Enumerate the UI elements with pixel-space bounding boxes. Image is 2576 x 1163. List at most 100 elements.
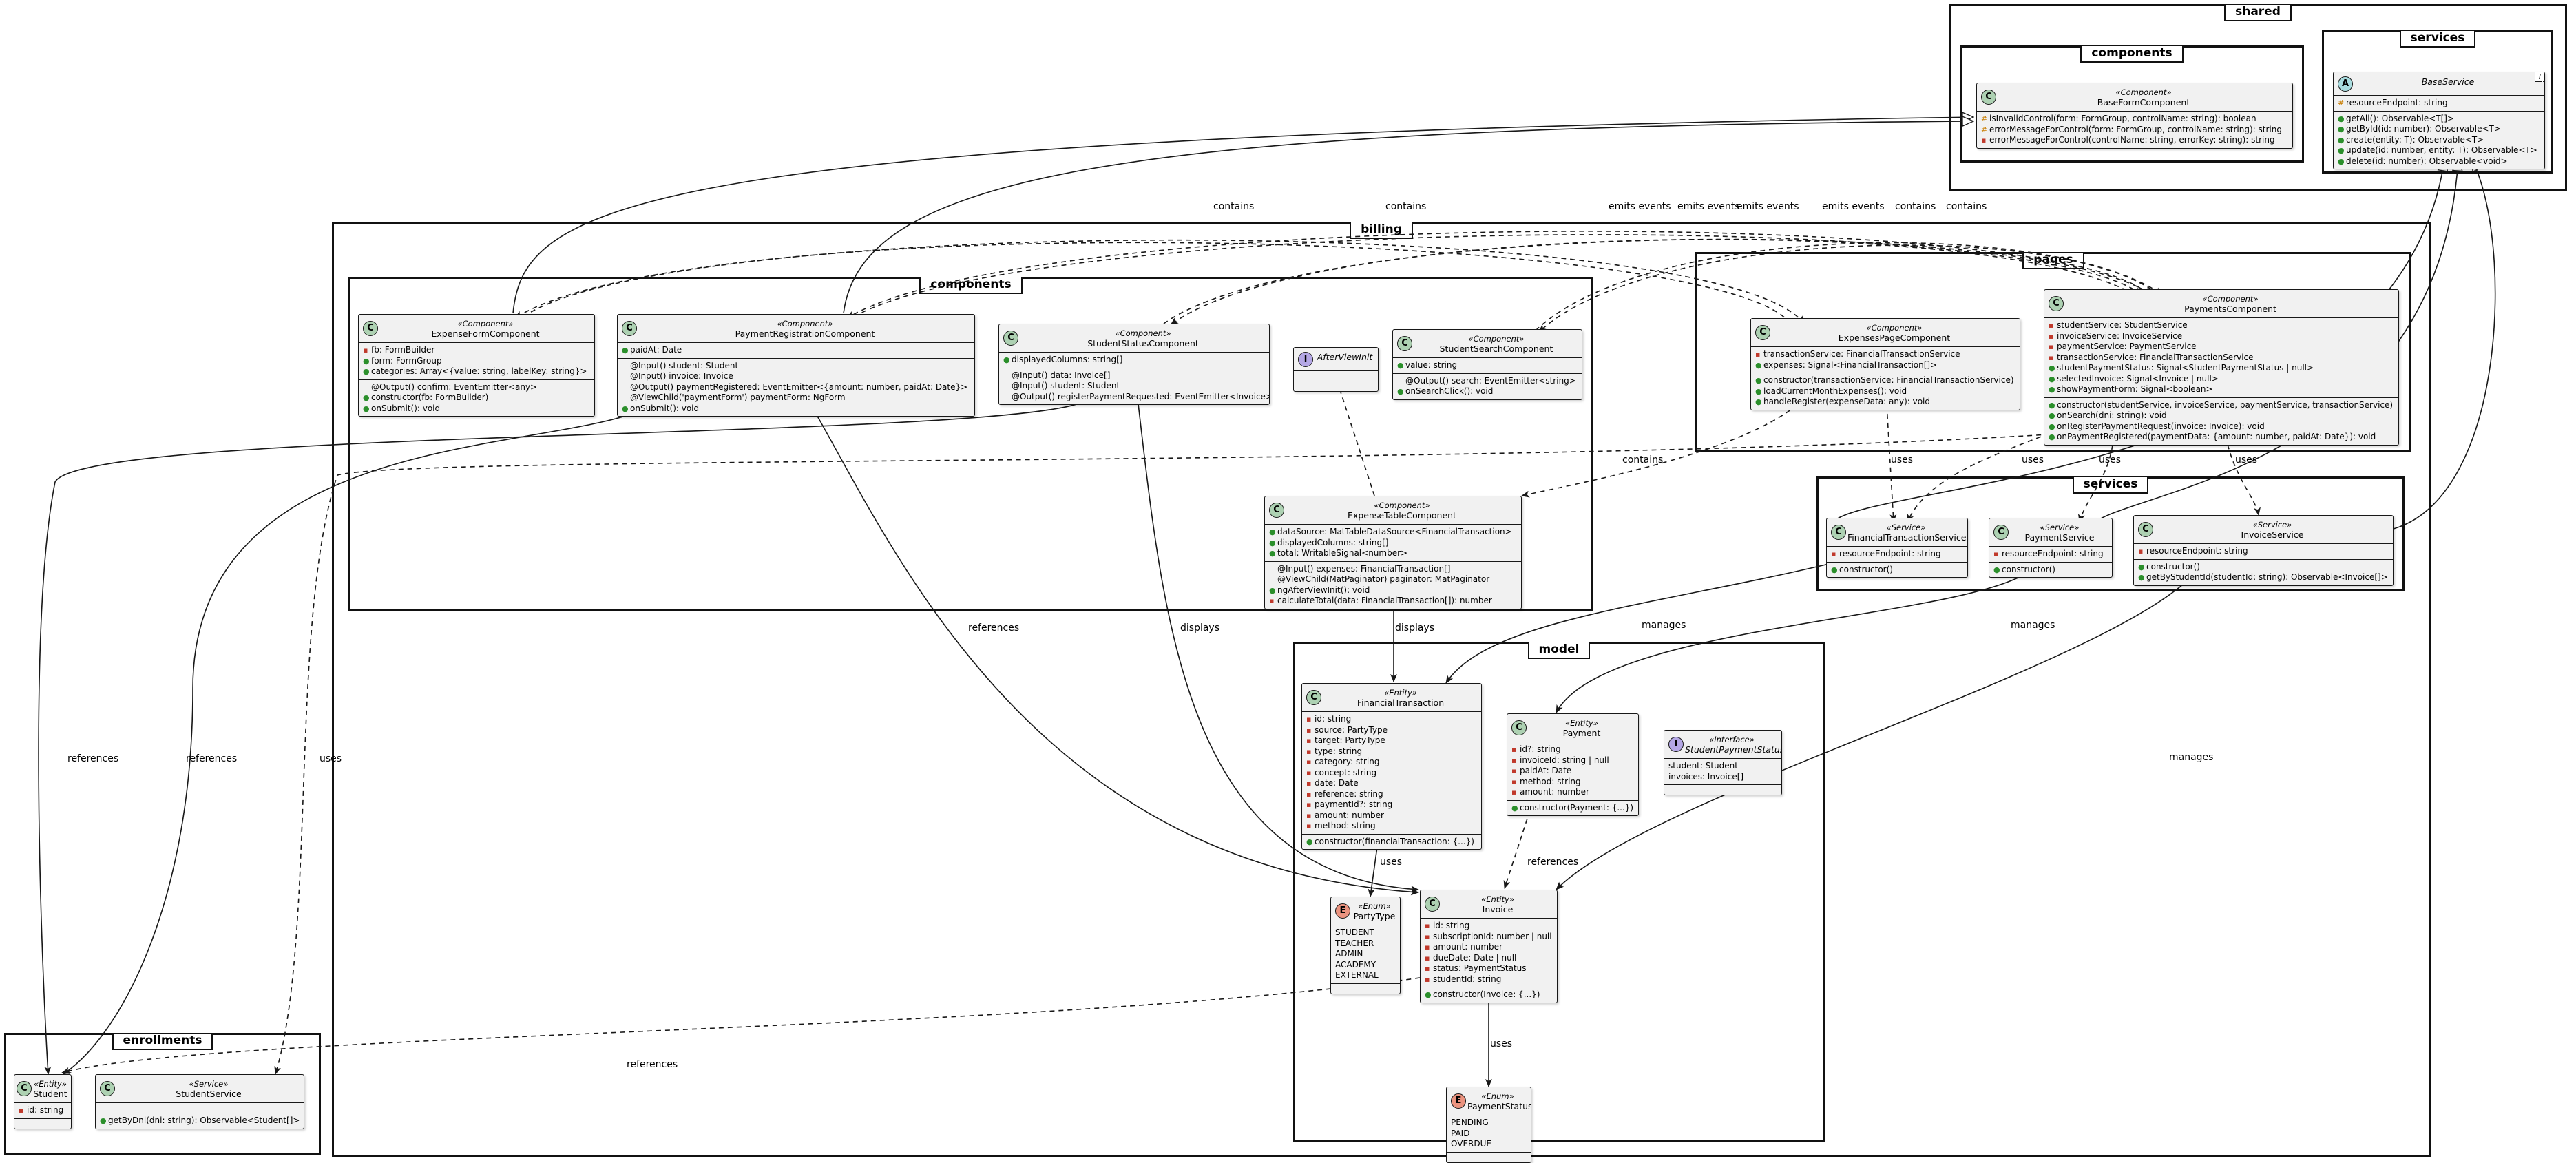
class-invoice-service: C «Service» InvoiceService ▪resourceEndp… xyxy=(2133,515,2394,586)
edge-payments-uses-fintx xyxy=(1907,426,2066,523)
edge-label: uses xyxy=(1380,857,1403,868)
class-name: BaseFormComponent xyxy=(2097,97,2190,107)
class-member: method: string xyxy=(1315,821,1376,830)
public-icon: ● xyxy=(2049,400,2055,410)
class-member: id: string xyxy=(27,1105,64,1115)
edge-label: references xyxy=(627,1059,678,1070)
class-member: displayedColumns: string[] xyxy=(1012,355,1123,364)
class-name: StudentService xyxy=(176,1089,242,1099)
edge-label: contains xyxy=(1385,201,1427,212)
class-name: ExpenseFormComponent xyxy=(431,328,540,339)
public-icon: ● xyxy=(1003,355,1010,364)
edge-label: references xyxy=(968,622,1020,633)
class-member: resourceEndpoint: string xyxy=(2146,546,2248,556)
enum-value: TEACHER xyxy=(1335,938,1374,948)
class-name: PaymentsComponent xyxy=(2184,304,2276,314)
class-member: resourceEndpoint: string xyxy=(1839,549,1941,558)
edge-label: emits events xyxy=(1822,201,1885,212)
class-member: id: string xyxy=(1433,921,1470,930)
class-member: paymentService: PaymentService xyxy=(2057,342,2197,351)
class-name: Student xyxy=(33,1089,67,1099)
class-stereotype: «Service» xyxy=(2040,523,2080,532)
private-icon: ▪ xyxy=(1425,943,1430,952)
private-icon: ▪ xyxy=(1511,745,1517,754)
class-member: onSearch(dni: string): void xyxy=(2057,410,2167,420)
class-member: @Output() search: EventEmitter<string> xyxy=(1405,375,1576,386)
class-member: paidAt: Date xyxy=(1520,766,1572,775)
interface-student-payment-status: I «Interface» StudentPaymentStatus stude… xyxy=(1664,730,1782,795)
enum-icon: E xyxy=(1335,903,1350,919)
private-icon: ▪ xyxy=(1306,757,1312,766)
private-icon: ▪ xyxy=(2049,331,2054,341)
class-member: constructor() xyxy=(2146,561,2200,572)
edge-payments-uses-studentservice xyxy=(274,433,2060,1075)
class-name: AfterViewInit xyxy=(1317,352,1373,362)
edge-expensespage-contains-expensetable xyxy=(1521,404,1798,498)
class-name: InvoiceService xyxy=(2241,530,2304,540)
private-icon: ▪ xyxy=(1306,821,1312,830)
class-icon: C xyxy=(1993,525,2009,540)
class-member: errorMessageForControl(controlName: stri… xyxy=(1989,135,2275,145)
class-icon: C xyxy=(1511,720,1527,735)
class-member: @ViewChild('paymentForm') paymentForm: N… xyxy=(630,392,846,402)
edge-label: uses xyxy=(1490,1038,1513,1049)
edge-label: uses xyxy=(2099,454,2122,465)
class-financial-transaction: C «Entity» FinancialTransaction ▪id: str… xyxy=(1301,683,1482,850)
package-title: components xyxy=(919,277,1023,294)
private-icon: ▪ xyxy=(1831,549,1836,558)
class-stereotype: «Component» xyxy=(1866,323,1923,333)
class-member: calculateTotal(data: FinancialTransactio… xyxy=(1277,596,1492,605)
class-member: id?: string xyxy=(1520,744,1561,754)
public-icon: ● xyxy=(2338,146,2345,155)
edge-label: emits events xyxy=(1737,201,1799,212)
class-member: onSearchClick(): void xyxy=(1405,386,1494,396)
class-member: onPaymentRegistered(paymentData: {amount… xyxy=(2057,432,2376,441)
edge-payservice-manages-payment xyxy=(1556,563,2039,713)
class-member: reference: string xyxy=(1315,788,1383,799)
class-member: method: string xyxy=(1520,776,1581,786)
public-icon: ● xyxy=(1306,837,1313,846)
class-icon: C xyxy=(1981,90,1996,105)
class-stereotype: «Component» xyxy=(457,319,514,328)
class-member: amount: number xyxy=(1433,942,1502,952)
class-member: getById(id: number): Observable<T> xyxy=(2346,124,2501,134)
class-stereotype: «Component» xyxy=(2115,87,2172,97)
class-icon: C xyxy=(622,321,637,336)
abstract-class-icon: A xyxy=(2338,76,2353,92)
class-member: @Output() registerPaymentRequested: Even… xyxy=(1012,391,1270,401)
class-member: ngAfterViewInit(): void xyxy=(1277,585,1370,595)
public-icon: ● xyxy=(2049,411,2055,420)
edge-fintx-uses-partytype xyxy=(1368,846,1378,897)
interface-icon: I xyxy=(1298,351,1313,367)
class-invoice: C «Entity» Invoice ▪id: string ▪subscrip… xyxy=(1420,890,1558,1003)
package-title: shared xyxy=(2224,5,2292,21)
public-icon: ● xyxy=(363,393,370,402)
package-title: components xyxy=(2080,46,2184,63)
class-member: create(entity: T): Observable<T> xyxy=(2346,134,2484,145)
class-member: isInvalidControl(form: FormGroup, contro… xyxy=(1989,114,2256,123)
edge-label: uses xyxy=(2022,454,2044,465)
package-title: model xyxy=(1527,642,1591,659)
public-icon: ● xyxy=(363,367,370,376)
public-icon: ● xyxy=(1755,386,1762,396)
interface-icon: I xyxy=(1668,737,1684,752)
class-expenses-page-component: C «Component» ExpensesPageComponent ▪tra… xyxy=(1750,318,2020,410)
class-icon: C xyxy=(17,1081,32,1096)
edge-label: displays xyxy=(1180,622,1220,633)
class-stereotype: «Component» xyxy=(1115,328,1171,338)
class-member: onSubmit(): void xyxy=(371,403,441,413)
edge-payments-contains-studentsearch xyxy=(1538,244,2159,333)
public-icon: ● xyxy=(1755,360,1762,370)
class-icon: C xyxy=(1003,331,1018,346)
edge-expensespage-uses-fintx xyxy=(1886,404,1897,523)
public-icon: ● xyxy=(1755,397,1762,406)
class-member: transactionService: FinancialTransaction… xyxy=(2057,352,2254,362)
edge-expenseform-extends-baseform xyxy=(512,117,1973,314)
enum-value: OVERDUE xyxy=(1451,1139,1491,1149)
private-icon: ▪ xyxy=(1425,964,1430,973)
edge-label: contains xyxy=(1946,201,1987,212)
edge-label: manages xyxy=(2169,752,2214,763)
package-title: enrollments xyxy=(112,1034,213,1050)
enum-icon: E xyxy=(1451,1093,1466,1109)
class-payment-registration-component: C «Component» PaymentRegistrationCompone… xyxy=(617,314,975,417)
